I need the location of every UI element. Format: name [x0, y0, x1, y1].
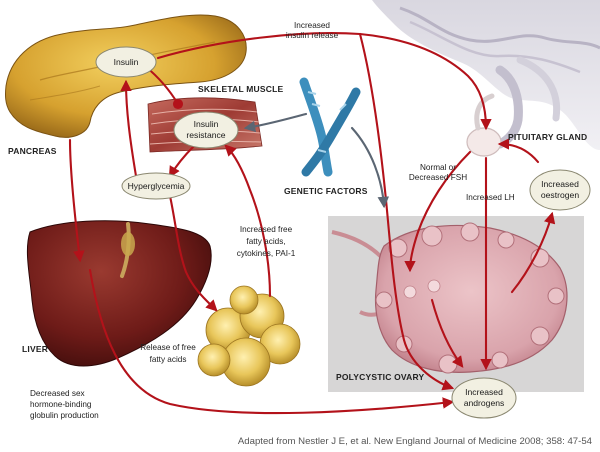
annotation-ffa-line3: cytokines, PAI-1 [237, 249, 296, 258]
arrow-hyperglycemia-to-insulin [120, 79, 138, 178]
node-hyperglycemia: Hyperglycemia [121, 172, 191, 200]
node-insulin-resistance: Insulin resistance [173, 111, 239, 149]
fat-cells [197, 285, 301, 387]
annotation-ffa-line1: Increased free [240, 225, 293, 234]
node-increased-oestrogen: Increased oestrogen [529, 169, 591, 211]
arrow-liver-to-androgens [88, 268, 455, 415]
annotation-increased-insulin-release: Increased insulin release [286, 21, 339, 40]
annotation-insulin-release-line2: insulin release [286, 31, 339, 40]
chromosome-icon [299, 77, 361, 177]
label-pancreas: PANCREAS [8, 146, 57, 156]
node-increased-oestrogen-line1: Increased [541, 179, 579, 189]
node-insulin-resistance-line2: resistance [186, 130, 225, 140]
node-increased-oestrogen-line2: oestrogen [541, 190, 579, 200]
arrow-insulin-to-androgens [358, 32, 455, 391]
annotation-release-ffa-line1: Release of free [140, 343, 196, 352]
node-hyperglycemia-text: Hyperglycemia [128, 181, 185, 191]
annotation-shbg-line3: globulin production [30, 411, 99, 420]
annotation-shbg-line2: hormone-binding [30, 400, 92, 409]
arrow-pancreas-to-liver [68, 138, 85, 263]
annotation-release-ffa-line2: fatty acids [150, 355, 187, 364]
node-insulin: Insulin [95, 46, 157, 78]
source-citation: Adapted from Nestler J E, et al. New Eng… [238, 436, 593, 447]
arrow-genetics-to-ovary [350, 126, 390, 209]
annotation-release-free-fatty-acids: Release of free fatty acids [140, 343, 196, 364]
label-liver: LIVER [22, 344, 48, 354]
node-insulin-text: Insulin [114, 57, 139, 67]
arrow-oestrogen-to-pituitary [497, 138, 540, 164]
annotation-insulin-release-line1: Increased [294, 21, 330, 30]
label-skeletal-muscle: SKELETAL MUSCLE [198, 84, 283, 94]
pathway-arrows [68, 32, 556, 415]
arrow-fat-to-resistance [224, 144, 272, 298]
label-genetic-factors: GENETIC FACTORS [284, 186, 368, 196]
node-increased-androgens-line2: androgens [464, 398, 505, 408]
label-pituitary-gland: PITUITARY GLAND [508, 132, 587, 142]
annotation-fsh-line1: Normal or [420, 163, 456, 172]
annotation-shbg-line1: Decreased sex [30, 389, 85, 398]
arrow-genetics-to-resistance [243, 112, 308, 133]
annotation-increased-lh: Increased LH [466, 193, 515, 202]
polycystic-ovary-panel [328, 216, 584, 392]
arrow-hyperglycemia-to-fat [168, 194, 218, 312]
annotation-fsh-line2: Decreased FSH [409, 173, 467, 182]
arrow-ovary-to-androgens [430, 298, 464, 368]
node-increased-androgens-line1: Increased [465, 387, 503, 397]
node-insulin-resistance-line1: Insulin [194, 119, 219, 129]
label-polycystic-ovary: POLYCYSTIC OVARY [336, 372, 425, 382]
node-increased-androgens: Increased androgens [451, 377, 517, 419]
brain-illustration [372, 0, 600, 150]
arrow-resistance-to-hyperglycemia [168, 144, 196, 178]
arrow-ovary-to-oestrogen [510, 211, 556, 294]
annotation-shbg: Decreased sex hormone-binding globulin p… [30, 389, 99, 420]
arrow-insulin-to-pituitary [156, 32, 492, 131]
annotation-ffa-line2: fatty acids, [246, 237, 285, 246]
annotation-normal-or-decreased-fsh: Normal or Decreased FSH [409, 163, 467, 182]
annotation-free-fatty-acids: Increased free fatty acids, cytokines, P… [237, 225, 296, 258]
arrow-pituitary-fsh [404, 150, 472, 273]
